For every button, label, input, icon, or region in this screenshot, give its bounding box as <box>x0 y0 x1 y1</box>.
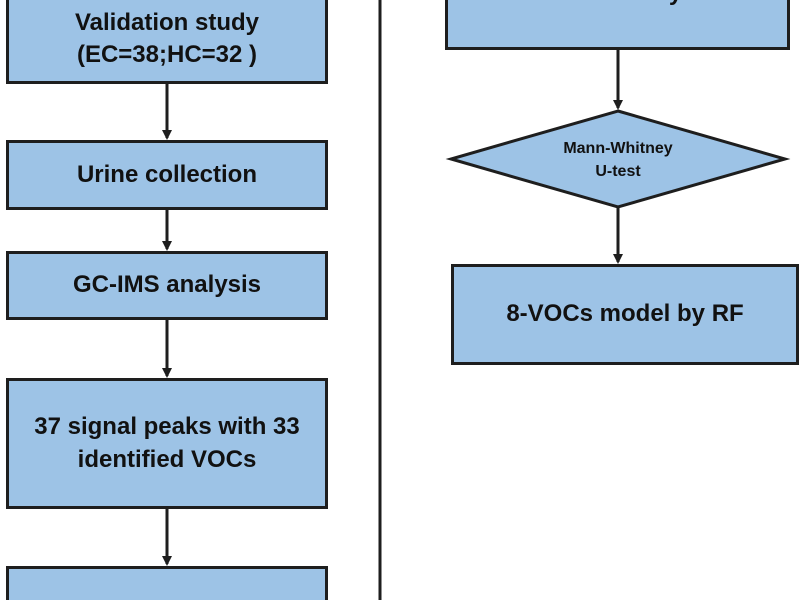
rf-coefficients-label: coefficients by RF <box>514 0 721 9</box>
decision-diamond <box>445 109 791 209</box>
validation-study-box: Validation study (EC=38;HC=32 ) <box>6 0 328 84</box>
bottom-box-partial <box>6 566 328 600</box>
model-box: 8-VOCs model by RF <box>451 264 799 365</box>
decision-label: Mann-Whitney U-test <box>520 137 716 183</box>
urine-collection-box: Urine collection <box>6 140 328 210</box>
urine-collection-label: Urine collection <box>76 160 258 188</box>
model-box-label: 8-VOCs model by RF <box>506 300 744 328</box>
decision-label-line1: Mann-Whitney <box>563 140 673 157</box>
rf-coefficients-box: coefficients by RF <box>445 0 790 50</box>
signal-peaks-line1: 37 signal peaks with 33 <box>34 413 300 441</box>
gc-ims-analysis-box: GC-IMS analysis <box>6 251 328 320</box>
signal-peaks-line2: identified VOCs <box>77 445 257 473</box>
signal-peaks-box: 37 signal peaks with 33 identified VOCs <box>6 378 328 509</box>
validation-study-title: Validation study <box>74 8 260 36</box>
decision-label-line2: U-test <box>595 163 641 181</box>
validation-study-counts: (EC=38;HC=32 ) <box>76 41 258 68</box>
gc-ims-analysis-label: GC-IMS analysis <box>72 271 262 299</box>
